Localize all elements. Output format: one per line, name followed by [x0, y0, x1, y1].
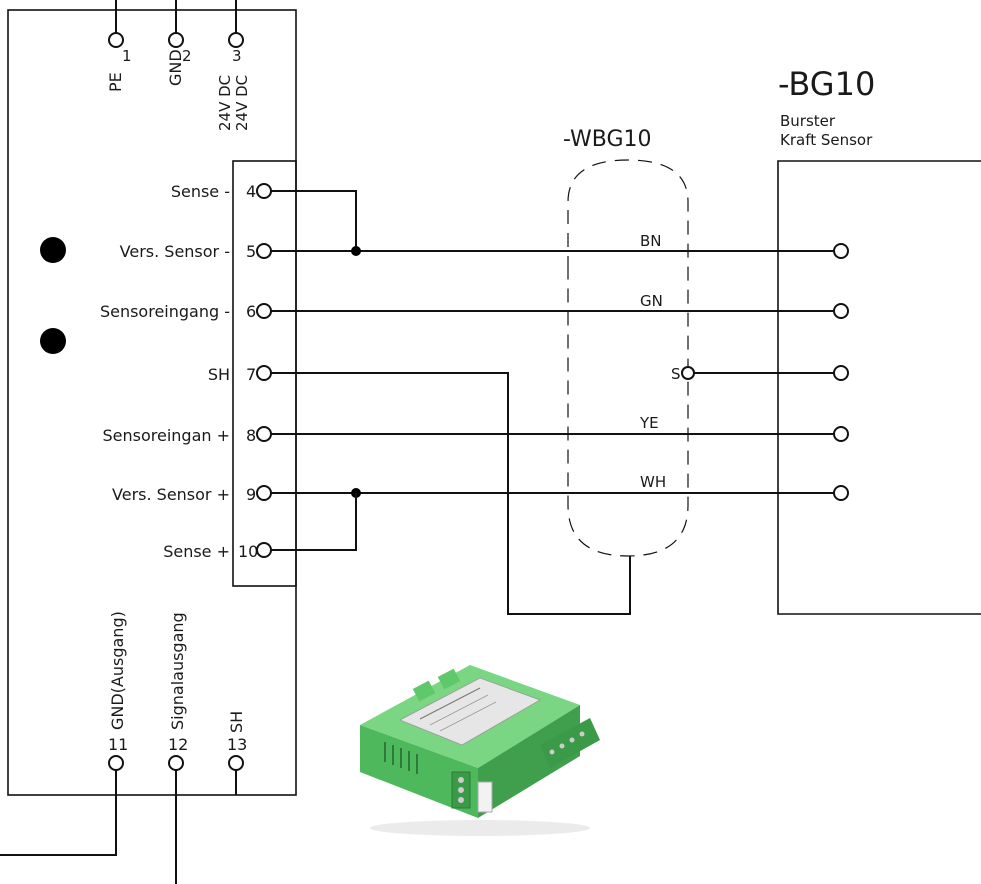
- top-terminal-3-num: 3: [232, 47, 242, 65]
- top-terminal-3: [228, 0, 244, 48]
- wire-label-s: S: [671, 365, 681, 383]
- terminal-7-label: SH: [208, 365, 230, 384]
- top-terminal-1: [108, 0, 124, 48]
- terminal-5-num: 5: [246, 242, 256, 261]
- terminal-7: [256, 365, 272, 381]
- terminal-6: [256, 303, 272, 319]
- terminal-4-num: 4: [246, 182, 256, 201]
- bottom-terminal-13-label: SH: [227, 711, 246, 733]
- top-terminal-1-num: 1: [122, 47, 132, 65]
- terminal-5: [256, 243, 272, 259]
- sensor-line2: Kraft Sensor: [780, 131, 873, 149]
- wire-label-bn: BN: [640, 232, 662, 250]
- wire-sense-minus-bridge: [270, 190, 357, 251]
- bottom-terminal-11-label: GND(Ausgang): [108, 611, 127, 730]
- sensor-terminal-2: [833, 303, 849, 319]
- bottom-terminal-12: [168, 755, 184, 884]
- terminal-7-num: 7: [246, 365, 256, 384]
- sensor-terminal-5: [833, 485, 849, 501]
- terminal-6-num: 6: [246, 302, 256, 321]
- sensor-line1: Burster: [780, 112, 836, 130]
- wire-sh-shield: [270, 372, 631, 615]
- terminal-5-label: Vers. Sensor -: [120, 242, 230, 261]
- bottom-terminal-12-num: 12: [168, 735, 188, 754]
- top-terminal-2: [168, 0, 184, 48]
- wire-wh: [270, 488, 835, 498]
- sensor-terminal-3: [833, 365, 849, 381]
- wire-label-ye: YE: [639, 414, 659, 432]
- status-led-2: [40, 328, 66, 354]
- sensor-tag: -BG10: [778, 65, 875, 103]
- terminal-9-num: 9: [246, 485, 256, 504]
- terminal-8-label: Sensoreingan +: [102, 426, 230, 445]
- terminal-10-label: Sense +: [163, 542, 230, 561]
- bottom-terminal-13: [228, 755, 244, 795]
- terminal-10-num: 10: [238, 542, 258, 561]
- cable-tag: -WBG10: [563, 127, 652, 152]
- sensor-terminal-4: [833, 426, 849, 442]
- bottom-terminal-11: [0, 755, 124, 856]
- amplifier-module-box: [7, 9, 297, 796]
- bottom-terminal-11-num: 11: [108, 735, 128, 754]
- terminal-10: [256, 542, 272, 558]
- top-terminal-3-label2: 24V DC: [233, 75, 251, 131]
- top-terminal-3-label: 24V DC: [216, 75, 234, 131]
- terminal-6-label: Sensoreingang -: [100, 302, 230, 321]
- wire-label-gn: GN: [640, 292, 663, 310]
- sensor-box: [777, 160, 981, 615]
- terminal-8-num: 8: [246, 426, 256, 445]
- wire-label-wh: WH: [640, 473, 666, 491]
- wire-sense-plus-bridge: [270, 493, 357, 551]
- bottom-terminal-12-label: Signalausgang: [168, 612, 187, 730]
- shield-terminal: [681, 366, 695, 380]
- terminal-8: [256, 426, 272, 442]
- bottom-terminal-13-num: 13: [227, 735, 247, 754]
- terminal-9: [256, 485, 272, 501]
- terminal-4-label: Sense -: [171, 182, 230, 201]
- sensor-terminal-1: [833, 243, 849, 259]
- top-terminal-2-label: GND: [166, 49, 185, 86]
- status-led-1: [40, 237, 66, 263]
- wire-bn: [270, 246, 835, 256]
- top-terminal-1-label: PE: [106, 72, 125, 92]
- terminal-4: [256, 183, 272, 199]
- cable-shield-outline: [567, 159, 689, 557]
- terminal-9-label: Vers. Sensor +: [112, 485, 230, 504]
- top-terminal-2-num: 2: [182, 47, 192, 65]
- amplifier-module-photo: [360, 665, 600, 836]
